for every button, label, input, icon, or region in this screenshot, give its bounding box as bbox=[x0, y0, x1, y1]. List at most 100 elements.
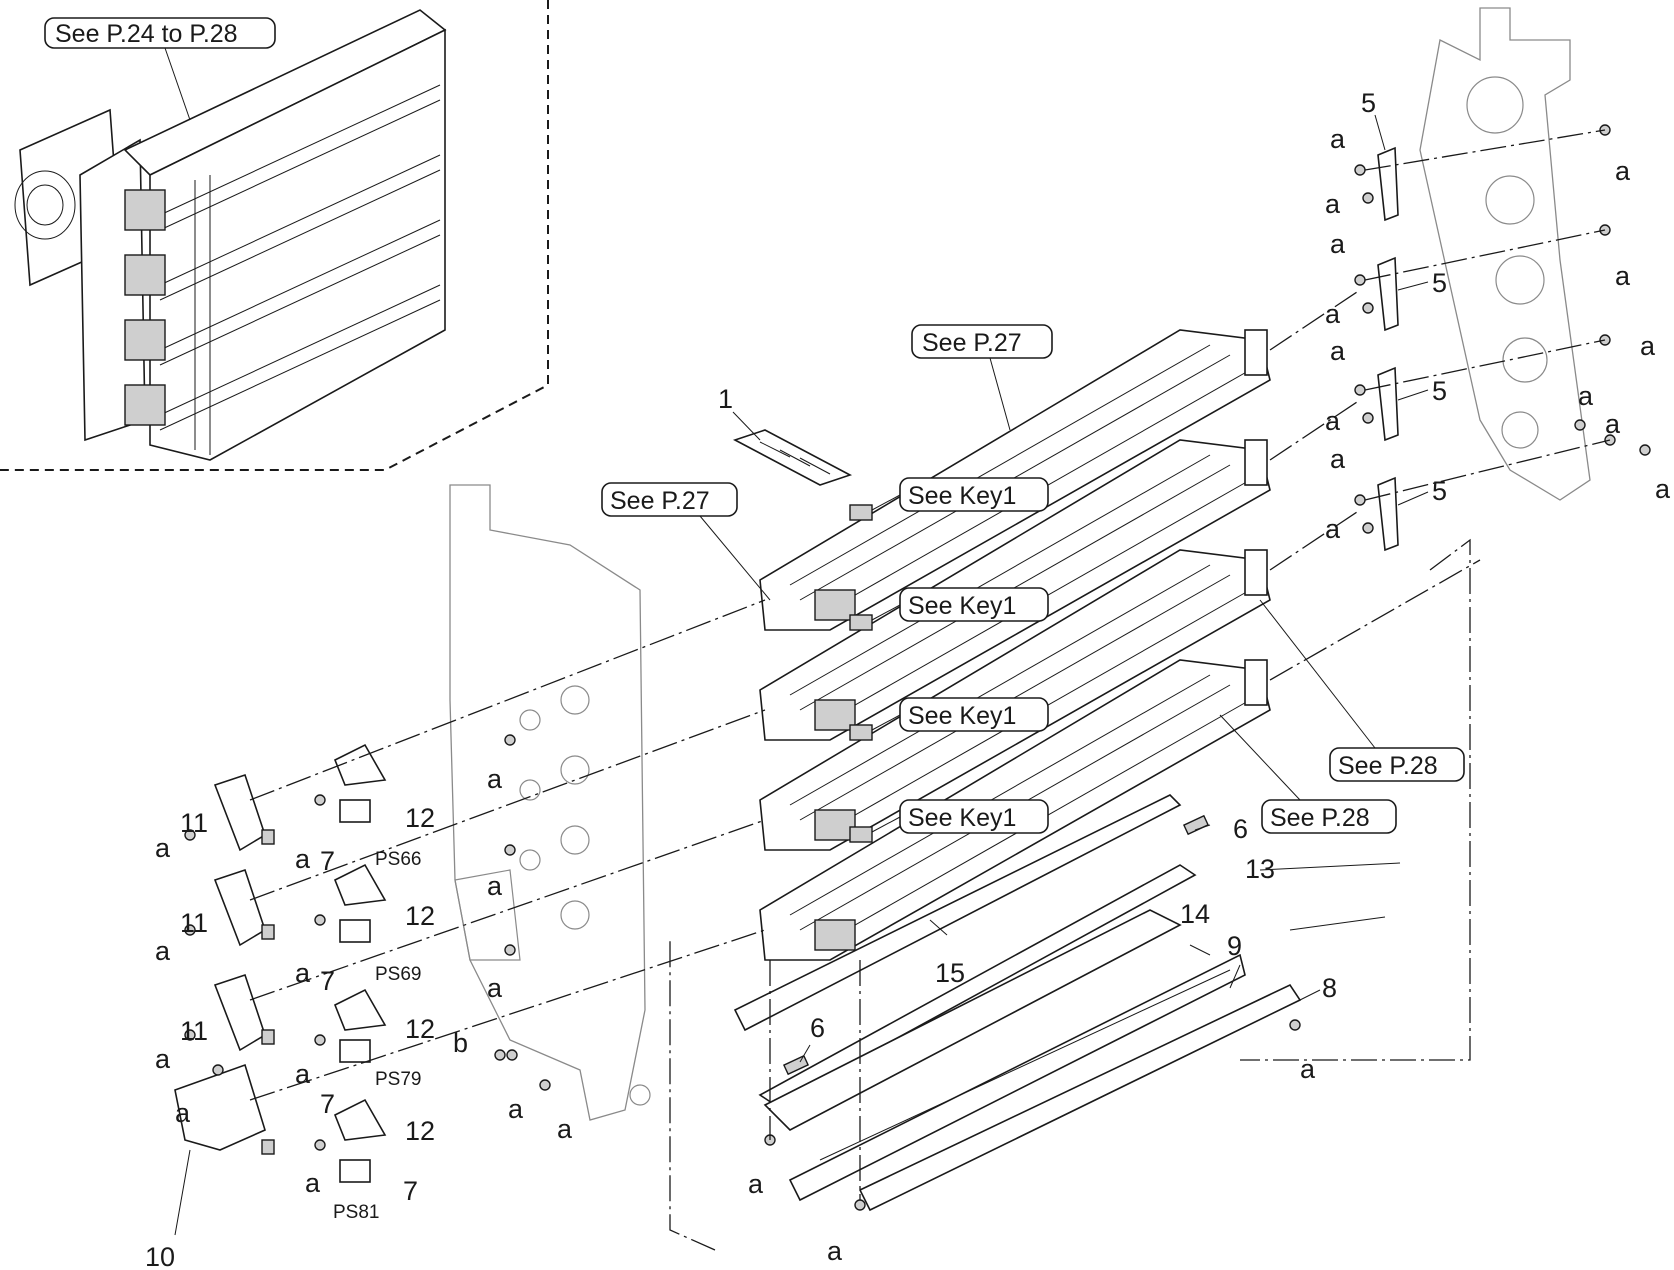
screw-label-a: a bbox=[1325, 406, 1341, 436]
bracket-5-3 bbox=[1377, 366, 1399, 442]
screw-label-a: a bbox=[1330, 124, 1346, 154]
screw-label-a: a bbox=[1615, 156, 1631, 186]
spring-6-upper bbox=[1182, 814, 1210, 836]
spring-6-lower bbox=[782, 1054, 810, 1076]
overview-inset: See P.24 to P.28 bbox=[0, 0, 549, 471]
part-number-6: 6 bbox=[1233, 814, 1248, 844]
part-number-5: 5 bbox=[1432, 476, 1447, 506]
switch-11-2 bbox=[213, 868, 266, 947]
part-number-11: 11 bbox=[180, 908, 208, 938]
callout-see-p27-left: See P.27 bbox=[610, 487, 710, 515]
left-parts bbox=[174, 743, 387, 1183]
screw-label-a: a bbox=[295, 844, 311, 874]
guide-12-2 bbox=[333, 863, 387, 906]
sensor-7-ps66 bbox=[339, 799, 371, 823]
callout-see-p28-mid: See P.28 bbox=[1270, 804, 1370, 832]
callout-see-p27-top: See P.27 bbox=[922, 329, 1022, 357]
bracket-5-4 bbox=[1377, 476, 1399, 552]
screw-label-a: a bbox=[1330, 229, 1346, 259]
screw-label-a: a bbox=[487, 871, 503, 901]
part-number-5: 5 bbox=[1432, 268, 1447, 298]
screw-label-a: a bbox=[1655, 474, 1671, 504]
part-number-leaders bbox=[174, 114, 1429, 1236]
screw-label-a: a bbox=[1615, 261, 1631, 291]
part-number-13: 13 bbox=[1245, 854, 1275, 884]
sensor-labels: PS66 PS69 PS79 PS81 bbox=[333, 849, 421, 1223]
part-number-8: 8 bbox=[1322, 973, 1337, 1003]
screw-label-a: a bbox=[1300, 1054, 1316, 1084]
switch-11-3 bbox=[213, 973, 266, 1052]
screw-label-a: a bbox=[748, 1169, 764, 1199]
screw-label-a: a bbox=[827, 1236, 843, 1266]
screw-label-a: a bbox=[1578, 381, 1594, 411]
rail-15 bbox=[733, 794, 1182, 1032]
sensor-7-ps81 bbox=[339, 1159, 371, 1183]
screw-label-a: a bbox=[1325, 189, 1341, 219]
guide-12-3 bbox=[333, 988, 387, 1031]
part-number-7: 7 bbox=[403, 1176, 418, 1206]
part-number-9: 9 bbox=[1227, 931, 1242, 961]
left-frame-plate bbox=[449, 484, 651, 1121]
sensor-7-ps69 bbox=[339, 919, 371, 943]
sheet-14 bbox=[763, 909, 1182, 1131]
screw-label-a: a bbox=[155, 936, 171, 966]
screw-label-a: a bbox=[487, 764, 503, 794]
screw-label-a: a bbox=[487, 973, 503, 1003]
part-number-7: 7 bbox=[320, 966, 335, 996]
assembly-lines bbox=[249, 129, 1611, 1251]
part-number-14: 14 bbox=[1180, 899, 1210, 929]
part-number-12: 12 bbox=[405, 1116, 435, 1146]
screw-label-a: a bbox=[155, 833, 171, 863]
screw-label-a: a bbox=[175, 1098, 191, 1128]
part-number-5: 5 bbox=[1361, 88, 1376, 118]
screw-labels: a a a a a a a a a a a a a a a a a b a a … bbox=[155, 124, 1671, 1266]
imaging-unit-trays bbox=[759, 329, 1271, 961]
bracket-5-1 bbox=[1377, 146, 1399, 222]
callout-see-p28-right: See P.28 bbox=[1338, 752, 1438, 780]
sensor-label-ps66: PS66 bbox=[375, 849, 421, 870]
part-number-5: 5 bbox=[1432, 376, 1447, 406]
part-number-12: 12 bbox=[405, 803, 435, 833]
screw-label-a: a bbox=[295, 1059, 311, 1089]
part-number-11: 11 bbox=[180, 808, 208, 838]
guide-12-1 bbox=[333, 743, 387, 786]
part-number-12: 12 bbox=[405, 901, 435, 931]
screw-label-a: a bbox=[1325, 514, 1341, 544]
screw-label-a: a bbox=[1640, 331, 1656, 361]
part-number-10: 10 bbox=[145, 1242, 175, 1270]
screw-label-a: a bbox=[1605, 409, 1621, 439]
sensor-7-ps79 bbox=[339, 1039, 371, 1063]
callout-see-key1-a: See Key1 bbox=[908, 482, 1016, 510]
callout-see-key1-b: See Key1 bbox=[908, 592, 1016, 620]
part-numbers: 1 5 5 5 5 6 6 13 14 15 9 8 10 11 11 11 1… bbox=[145, 88, 1447, 1270]
part-number-15: 15 bbox=[935, 958, 965, 988]
screw-label-a: a bbox=[1330, 444, 1346, 474]
right-frame-plate bbox=[1419, 7, 1591, 501]
label-part-1 bbox=[732, 429, 853, 486]
sensor-label-ps81: PS81 bbox=[333, 1202, 379, 1223]
screw-label-a: a bbox=[1325, 299, 1341, 329]
sensor-label-ps79: PS79 bbox=[375, 1069, 421, 1090]
screw-label-a: a bbox=[295, 958, 311, 988]
callouts: See P.27 See P.27 See Key1 See Key1 See … bbox=[601, 324, 1465, 843]
overview-drive-assembly bbox=[14, 9, 447, 461]
callout-see-key1-d: See Key1 bbox=[908, 804, 1016, 832]
screws bbox=[184, 124, 1651, 1211]
screw-label-a: a bbox=[1330, 336, 1346, 366]
screw-label-a: a bbox=[305, 1168, 321, 1198]
part-number-11: 11 bbox=[180, 1016, 208, 1046]
bracket-10 bbox=[174, 1063, 266, 1151]
callout-see-key1-c: See Key1 bbox=[908, 702, 1016, 730]
callout-see-p24-p28: See P.24 to P.28 bbox=[55, 20, 238, 48]
switch-11-1 bbox=[213, 773, 266, 852]
part-number-6: 6 bbox=[810, 1013, 825, 1043]
bracket-5-2 bbox=[1377, 256, 1399, 332]
screw-label-a: a bbox=[508, 1094, 524, 1124]
lower-rails bbox=[733, 794, 1302, 1212]
part-number-1: 1 bbox=[718, 384, 733, 414]
sensor-label-ps69: PS69 bbox=[375, 964, 421, 985]
guide-12-4 bbox=[333, 1098, 387, 1141]
screw-label-a: a bbox=[557, 1114, 573, 1144]
